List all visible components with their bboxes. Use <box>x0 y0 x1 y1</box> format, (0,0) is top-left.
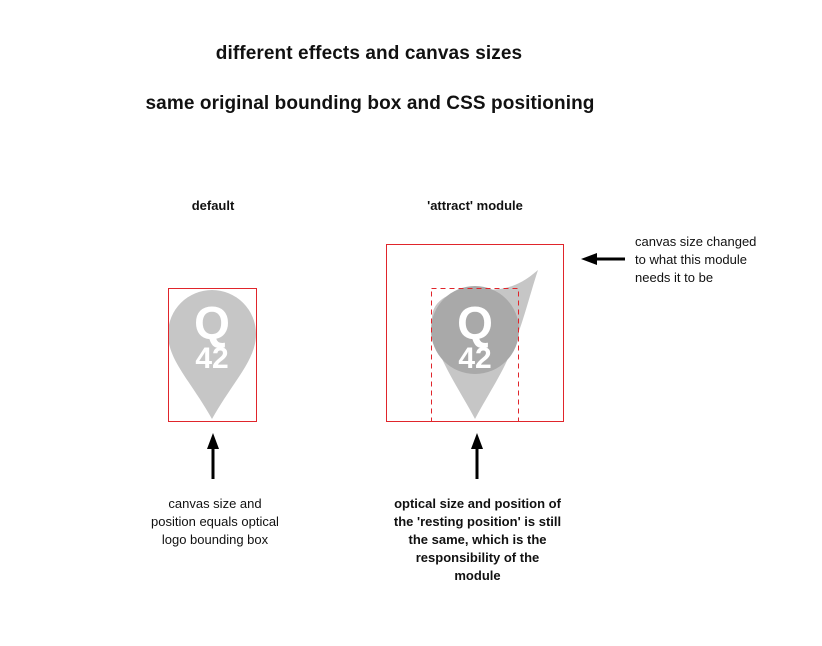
default-canvas-box <box>168 288 257 422</box>
attract-logo-group: Q 42 <box>431 270 538 419</box>
default-pin-shape <box>168 290 256 419</box>
canvas-note-arrow <box>581 253 625 265</box>
default-logo-letter: Q <box>194 297 230 349</box>
attract-logo-letter: Q <box>457 297 493 349</box>
attract-module-heading: 'attract' module <box>427 198 523 213</box>
default-caption: canvas size and position equals optical … <box>151 496 279 547</box>
attract-canvas-box <box>386 244 564 422</box>
attract-logo-circle <box>431 286 519 374</box>
default-heading: default <box>191 198 235 213</box>
attract-logo-number: 42 <box>458 342 491 375</box>
default-logo-group: Q 42 <box>168 290 256 419</box>
canvas-size-note: canvas size changed to what this module … <box>635 234 757 285</box>
attract-caption: optical size and position of the 'restin… <box>393 496 562 583</box>
default-logo-number: 42 <box>195 342 228 375</box>
title-line-1: different effects and canvas sizes <box>215 43 523 64</box>
attract-arrow <box>471 433 483 479</box>
default-arrow <box>207 433 219 479</box>
title-line-2: same original bounding box and CSS posit… <box>145 93 595 114</box>
